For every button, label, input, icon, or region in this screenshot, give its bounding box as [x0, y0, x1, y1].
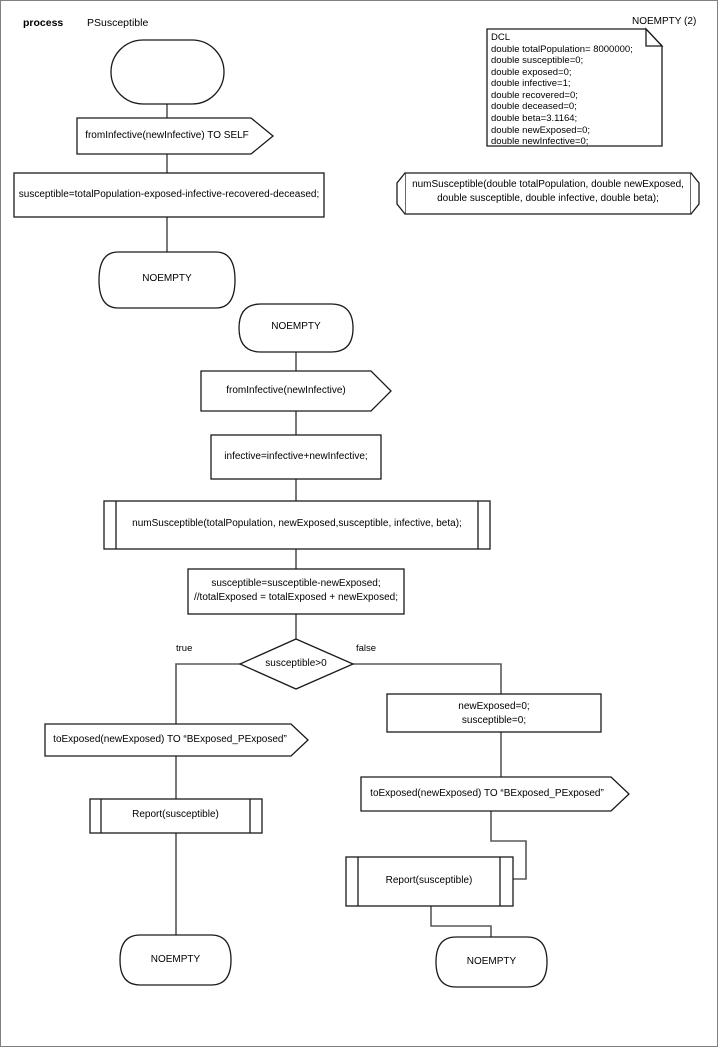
dcl-note-line-4: double infective=1; [491, 78, 571, 90]
task-susceptible-init-label: susceptible=totalPopulation-exposed-infe… [18, 189, 320, 200]
dcl-note-shape [486, 28, 663, 147]
decision-susceptible-shape [238, 638, 355, 690]
input-from-infective-self-label: fromInfective(newInfective) TO SELF [85, 130, 249, 141]
page-title-name: PSusceptible [87, 17, 149, 29]
output-to-exposed-false-label: toExposed(newExposed) TO “BExposed_PExpo… [370, 788, 604, 799]
procedure-report-false-label: Report(susceptible) [385, 875, 473, 886]
proc-decl-right-wing [690, 172, 700, 215]
input-from-infective-label: fromInfective(newInfective) [226, 385, 346, 396]
task-reset-false-shape [386, 693, 602, 733]
output-to-exposed-false-shape [360, 776, 630, 812]
task-susceptible-update-line2: //totalExposed = totalExposed + newExpos… [193, 592, 399, 603]
state-noempty-1-shape [98, 251, 236, 309]
input-from-infective-shape [200, 370, 392, 412]
page-title-keyword: process [23, 17, 64, 29]
state-noempty-2-shape [238, 303, 354, 353]
page-reference-label: NOEMPTY (2) [632, 16, 697, 27]
dcl-note-line-6: double deceased=0; [491, 101, 577, 113]
dcl-note-line-3: double exposed=0; [491, 66, 572, 78]
dcl-note-line-0: DCL [491, 32, 511, 43]
state-noempty-2-label: NOEMPTY [271, 321, 321, 332]
state-noempty-end-false-label: NOEMPTY [466, 956, 517, 967]
connector-decision-false [353, 663, 502, 694]
dcl-note-fold-icon [645, 27, 664, 47]
start-state-shape [110, 39, 225, 105]
task-susceptible-init-shape [13, 172, 325, 218]
procedure-report-true-shape [89, 798, 263, 834]
task-reset-false-line1: newExposed=0; [458, 701, 530, 712]
input-from-infective-self-shape [76, 117, 275, 155]
dcl-note-line-9: double newInfective=0; [491, 136, 589, 148]
connector-output-to-report-false [490, 811, 527, 880]
procedure-declaration-line1: numSusceptible(double totalPopulation, d… [412, 179, 684, 190]
dcl-note-line-7: double beta=3.1164; [491, 113, 578, 125]
state-noempty-1-label: NOEMPTY [142, 273, 192, 284]
dcl-note-line-8: double newExposed=0; [491, 124, 591, 136]
output-to-exposed-true-shape [44, 723, 309, 757]
state-noempty-end-true-shape [119, 934, 232, 986]
task-infective-update-label: infective=infective+newInfective; [224, 451, 368, 462]
dcl-note-line-2: double susceptible=0; [491, 55, 584, 67]
task-infective-update-shape [210, 434, 382, 480]
procedure-declaration-line2: double susceptible, double infective, do… [437, 193, 659, 204]
proc-decl-left-wing [396, 172, 406, 215]
state-noempty-end-false-shape [435, 936, 548, 988]
branch-false-label: false [356, 643, 377, 654]
dcl-note-line-5: double recovered=0; [491, 89, 578, 101]
procedure-report-true-label: Report(susceptible) [132, 809, 219, 820]
dcl-note-line-1: double totalPopulation= 8000000; [491, 43, 633, 55]
connector-report-to-state-false [430, 906, 492, 937]
state-noempty-end-true-label: NOEMPTY [150, 954, 201, 965]
procedure-report-false-shape [345, 856, 514, 907]
task-reset-false-line2: susceptible=0; [461, 715, 527, 726]
task-susceptible-update-shape [187, 568, 405, 615]
branch-true-label: true [176, 643, 193, 654]
connector-decision-true [175, 663, 240, 724]
decision-susceptible-label: susceptible>0 [265, 658, 327, 669]
task-susceptible-update-line1: susceptible=susceptible-newExposed; [211, 578, 381, 589]
procedure-call-numsusceptible-label: numSusceptible(totalPopulation, newExpos… [132, 518, 462, 529]
procedure-call-numsusceptible-shape [103, 500, 491, 550]
output-to-exposed-true-label: toExposed(newExposed) TO “BExposed_PExpo… [53, 734, 287, 745]
